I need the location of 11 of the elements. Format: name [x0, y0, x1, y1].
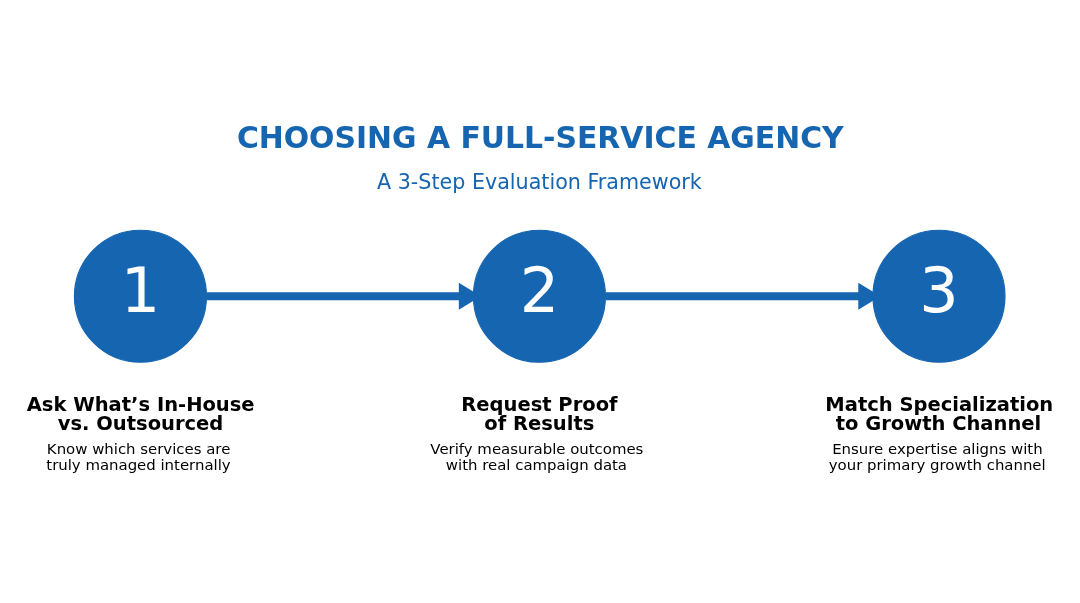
node-label: Match Specialization to Growth Channel	[825, 392, 1054, 435]
node-circle: 2	[472, 229, 606, 363]
node-circle: 1	[73, 229, 208, 363]
node-label: Know which services are truly managed internally	[46, 439, 231, 474]
node-label: Ensure expertise aligns with your primary growth channel	[828, 439, 1046, 474]
node-label: Verify measurable outcomes with real campaign data	[430, 439, 644, 474]
label: A 3-Step Evaluation Framework	[377, 169, 702, 194]
node-label: Request Proof of Results	[461, 392, 618, 435]
node-label: Ask What’s In-House vs. Outsourced	[26, 392, 255, 435]
node-circle: 3	[872, 229, 1006, 363]
diagram-title: CHOOSING A FULL-SERVICE AGENCY	[236, 119, 844, 155]
